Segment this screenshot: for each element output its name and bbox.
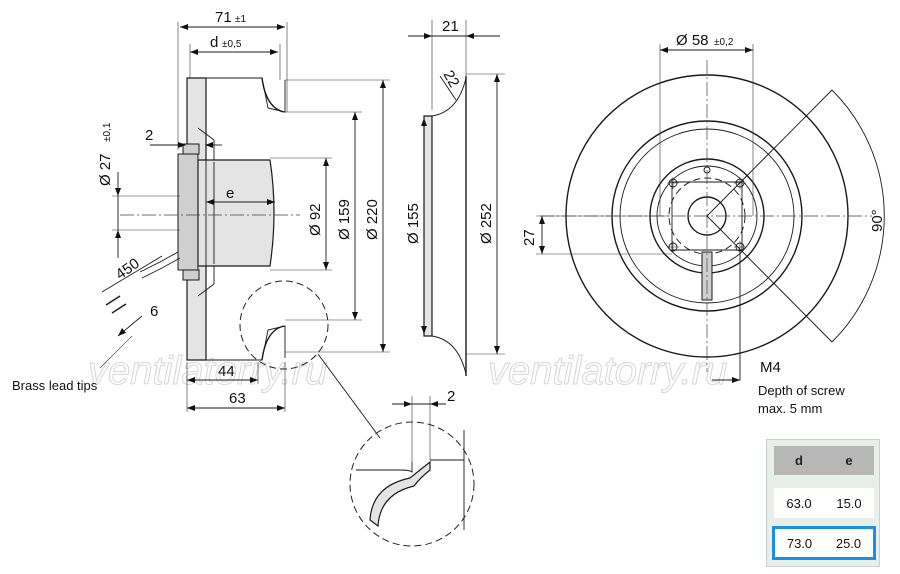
table-cell: 25.0: [835, 535, 862, 551]
front-view: [536, 44, 885, 383]
hub-body: [177, 153, 199, 271]
detail-view: [349, 396, 475, 547]
dim-lead-tip: 6: [150, 303, 158, 320]
dim-63: 63: [229, 390, 246, 407]
ring-section-view: [408, 20, 505, 376]
dim-dia-159: Ø 159: [336, 199, 353, 240]
table-cell: 73.0: [786, 535, 813, 551]
table-header: d e: [774, 446, 874, 475]
dim-detail-gap: 2: [447, 388, 455, 405]
table-header-d: d: [795, 453, 803, 468]
screw-depth-line2: max. 5 mm: [758, 401, 822, 416]
dim-overall-depth: 71: [215, 9, 232, 26]
dim-offset-27: 27: [521, 229, 538, 246]
dim-bolt-circle: Ø 58: [676, 32, 709, 49]
dim-dia-252: Ø 252: [478, 203, 495, 244]
dim-dia-92: Ø 92: [307, 203, 324, 236]
spec-table: d e 63.0 15.0 73.0 25.0: [766, 439, 880, 567]
svg-text:±0,2: ±0,2: [714, 37, 734, 48]
dim-44: 44: [218, 363, 235, 380]
table-header-e: e: [845, 453, 853, 468]
screw-depth-line1: Depth of screw: [758, 383, 845, 398]
svg-text:±0,5: ±0,5: [222, 39, 242, 50]
dim-lead-length: 450: [113, 255, 143, 283]
dim-dia-155: Ø 155: [405, 203, 422, 244]
table-row: 63.0 15.0: [774, 488, 874, 518]
brass-lead-tips-label: Brass lead tips: [12, 378, 98, 393]
dim-ring-width: 21: [442, 18, 459, 35]
detail-circle-marker: [239, 280, 329, 370]
mounting-holes: [667, 166, 746, 253]
dim-e-label: e: [226, 185, 234, 202]
dim-angle: 90°: [869, 209, 886, 232]
table-row-highlighted: 73.0 25.0: [772, 526, 876, 560]
watermark-left: ventilatorry.ru: [88, 349, 327, 393]
svg-text:±0,1: ±0,1: [102, 122, 113, 142]
table-cell: 63.0: [786, 495, 812, 511]
table-cell: 15.0: [836, 495, 862, 511]
dim-hub-dia: Ø 27: [97, 153, 114, 186]
motor-rotor: [197, 159, 275, 267]
dim-dia-220: Ø 220: [364, 199, 381, 240]
dim-gap: 2: [145, 127, 153, 144]
svg-text:±1: ±1: [235, 14, 246, 25]
dim-ring-radius: 22: [440, 68, 463, 91]
dim-d-label: d: [210, 34, 218, 51]
dim-screw: M4: [760, 359, 781, 376]
side-view: [99, 22, 390, 439]
